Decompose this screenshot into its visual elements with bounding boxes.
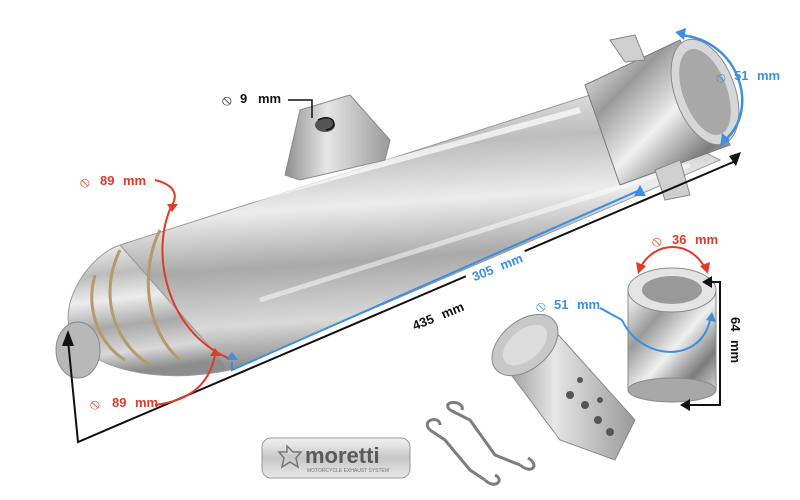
label-inlet-top: ⦸ 89 mm <box>80 173 146 191</box>
label-outlet: ⦸ 51 mm <box>716 68 780 86</box>
inlet-bottom-arc <box>154 354 216 406</box>
inlet-top-arc <box>154 179 176 206</box>
svg-text:⦸: ⦸ <box>652 232 662 250</box>
moretti-logo: moretti MOTORCYCLE EXHAUST SYSTEM <box>261 437 411 479</box>
svg-text:⦸: ⦸ <box>80 173 90 191</box>
svg-text:mm: mm <box>123 173 146 188</box>
svg-text:mm: mm <box>135 395 158 410</box>
svg-text:mm: mm <box>258 91 281 106</box>
label-insert-inner: ⦸ 36 mm <box>652 232 718 250</box>
bracket-leader <box>288 99 313 118</box>
svg-text:mm: mm <box>728 340 743 363</box>
chrome-end-cap <box>584 34 740 201</box>
svg-text:⦸: ⦸ <box>222 91 232 109</box>
svg-text:MOTORCYCLE EXHAUST SYSTEM: MOTORCYCLE EXHAUST SYSTEM <box>307 468 389 474</box>
label-total-length: 435 mm <box>405 294 474 336</box>
svg-text:⦸: ⦸ <box>536 297 546 315</box>
insert-height-line <box>685 281 721 406</box>
insert-inner-arc <box>639 246 706 269</box>
svg-text:mm: mm <box>757 68 780 83</box>
exhaust-pipe <box>55 94 722 379</box>
svg-text:⦸: ⦸ <box>90 395 100 413</box>
label-bracket-hole: ⦸ 9 mm <box>222 91 281 109</box>
springs <box>425 401 536 486</box>
svg-text:89: 89 <box>112 395 126 410</box>
label-tube-length: 305 mm <box>463 246 530 288</box>
svg-text:mm: mm <box>695 232 718 247</box>
label-inlet-bottom: ⦸ 89 mm <box>90 395 158 413</box>
svg-text:9: 9 <box>240 91 247 106</box>
outlet-arc <box>679 33 744 141</box>
label-insert-height: 64 mm <box>728 317 743 363</box>
db-killer <box>491 313 636 461</box>
svg-text:64: 64 <box>728 317 743 332</box>
svg-text:⦸: ⦸ <box>716 68 726 86</box>
svg-text:moretti: moretti <box>305 443 380 468</box>
weld-seams <box>90 229 181 367</box>
svg-text:51: 51 <box>734 68 748 83</box>
svg-text:36: 36 <box>672 232 686 247</box>
chrome-insert <box>627 267 717 403</box>
insert-outer-leader <box>599 307 623 321</box>
svg-text:mm: mm <box>577 297 600 312</box>
svg-text:89: 89 <box>100 173 114 188</box>
label-insert-outer: ⦸ 51 mm <box>536 297 600 315</box>
svg-text:51: 51 <box>554 297 568 312</box>
